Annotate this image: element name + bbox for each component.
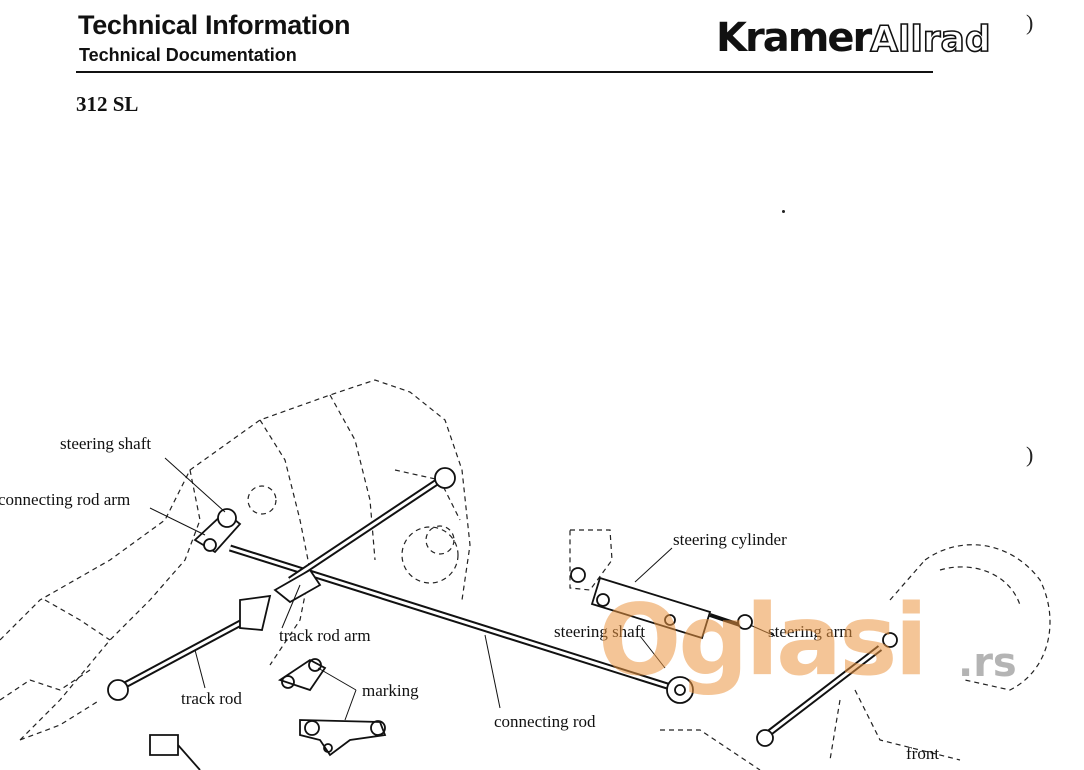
- label-steering-shaft-left: steering shaft: [60, 434, 152, 453]
- label-steering-arm: steering arm: [768, 622, 853, 641]
- label-track-rod-arm: track rod arm: [279, 626, 371, 645]
- scan-speck: [782, 210, 785, 213]
- document-title: Technical Information: [78, 10, 351, 40]
- model-number: 312 SL: [76, 92, 139, 116]
- leader-lines: [149, 457, 776, 721]
- label-track-rod: track rod: [181, 689, 242, 708]
- label-steering-shaft-right: steering shaft: [554, 622, 646, 641]
- label-connecting-rod-arm: connecting rod arm: [0, 490, 131, 509]
- document-subtitle: Technical Documentation: [79, 45, 297, 65]
- oglasi-watermark: Oglasi: [598, 584, 928, 698]
- linkage-parts: [107, 467, 898, 770]
- logo-outline-text: Allrad: [869, 18, 991, 61]
- kramer-allrad-logo: KramerAllrad: [716, 15, 991, 61]
- label-marking: marking: [362, 681, 419, 700]
- label-steering-cylinder: steering cylinder: [673, 530, 787, 549]
- label-connecting-rod: connecting rod: [494, 712, 596, 731]
- oglasi-watermark-tld: .rs: [958, 640, 1017, 686]
- binder-mark-bottom: ): [1026, 442, 1034, 467]
- binder-mark-top: ): [1026, 10, 1034, 35]
- header-rule: [76, 71, 933, 73]
- logo-bold-text: Kramer: [716, 15, 872, 61]
- label-front: front: [906, 744, 940, 763]
